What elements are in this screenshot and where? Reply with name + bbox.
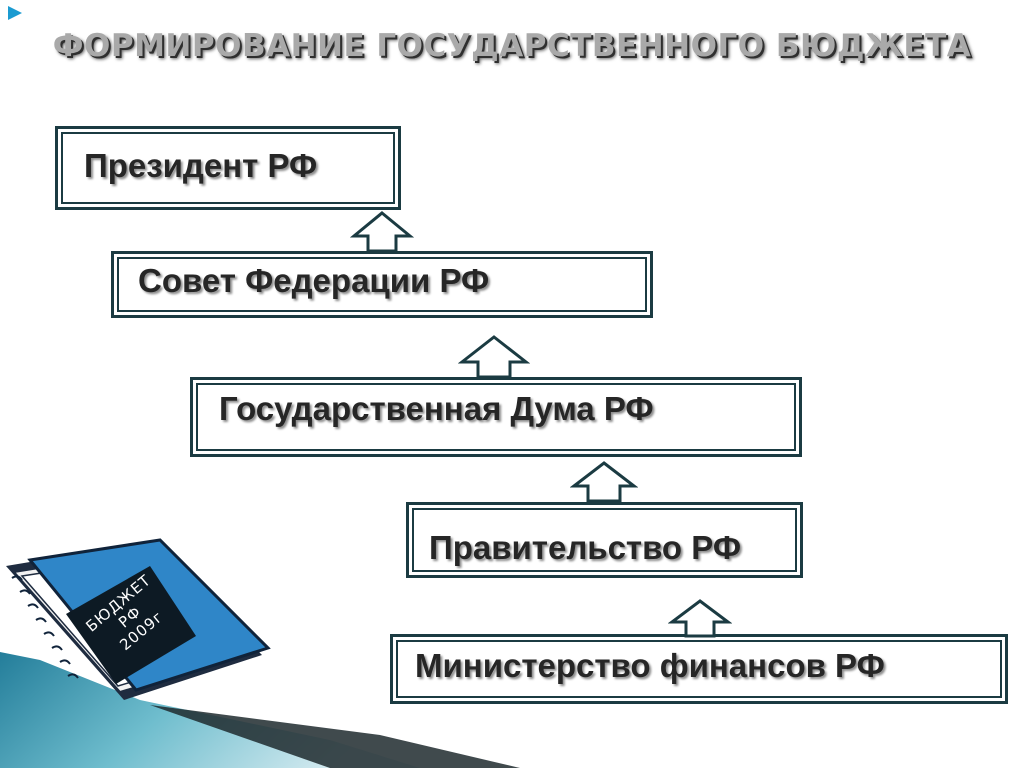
box-government: Правительство РФ xyxy=(406,502,803,578)
box-federation-council: Совет Федерации РФ xyxy=(111,251,653,318)
box-government-label: Правительство РФ xyxy=(429,529,742,566)
box-president-label: Президент РФ xyxy=(84,147,318,184)
arrow-up-icon xyxy=(570,461,638,503)
box-state-duma: Государственная Дума РФ xyxy=(190,377,802,457)
box-ministry-finance-label: Министерство финансов РФ xyxy=(415,647,885,684)
box-federation-council-label: Совет Федерации РФ xyxy=(138,262,490,299)
box-ministry-finance: Министерство финансов РФ xyxy=(390,634,1008,704)
arrow-up-icon xyxy=(458,335,530,379)
arrow-up-icon xyxy=(668,599,732,638)
corner-triangle-icon xyxy=(8,6,22,20)
box-state-duma-label: Государственная Дума РФ xyxy=(219,390,654,427)
slide-title: ФОРМИРОВАНИЕ ГОСУДАРСТВЕННОГО БЮДЖЕТА xyxy=(52,28,972,64)
arrow-up-icon xyxy=(350,211,414,253)
box-president: Президент РФ xyxy=(55,126,401,210)
